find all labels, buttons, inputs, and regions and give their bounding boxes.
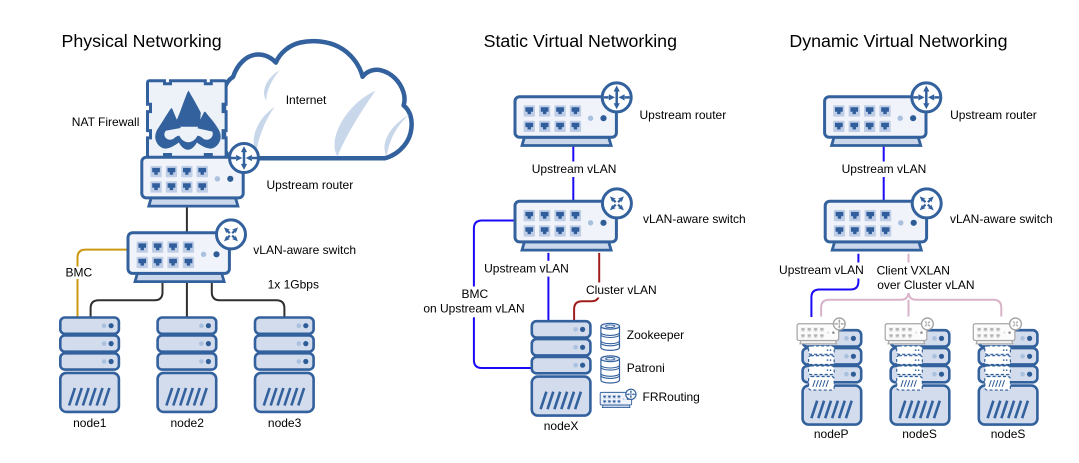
svg-text:Static Virtual Networking: Static Virtual Networking bbox=[484, 31, 677, 51]
svg-text:1x 1Gbps: 1x 1Gbps bbox=[268, 278, 319, 292]
svg-text:Upstream router: Upstream router bbox=[950, 108, 1037, 122]
svg-text:vLAN-aware switch: vLAN-aware switch bbox=[950, 212, 1053, 226]
svg-text:nodeP: nodeP bbox=[814, 427, 849, 441]
svg-text:Upstream vLAN: Upstream vLAN bbox=[532, 162, 617, 176]
svg-text:Physical Networking: Physical Networking bbox=[62, 31, 222, 51]
svg-text:nodeS: nodeS bbox=[991, 427, 1026, 441]
svg-text:Cluster vLAN: Cluster vLAN bbox=[586, 283, 657, 297]
svg-text:BMC: BMC bbox=[65, 266, 92, 280]
svg-text:nodeS: nodeS bbox=[902, 427, 937, 441]
svg-text:nodeX: nodeX bbox=[544, 419, 579, 433]
svg-text:NAT Firewall: NAT Firewall bbox=[72, 115, 140, 129]
svg-text:Upstream vLAN: Upstream vLAN bbox=[842, 162, 927, 176]
svg-text:over Cluster vLAN: over Cluster vLAN bbox=[877, 278, 974, 292]
svg-text:BMC: BMC bbox=[461, 287, 488, 301]
svg-text:on Upstream vLAN: on Upstream vLAN bbox=[423, 302, 524, 316]
svg-text:Upstream vLAN: Upstream vLAN bbox=[484, 261, 569, 275]
svg-text:Zookeeper: Zookeeper bbox=[627, 328, 684, 342]
svg-text:vLAN-aware switch: vLAN-aware switch bbox=[253, 243, 356, 257]
svg-text:node1: node1 bbox=[73, 416, 107, 430]
svg-text:Upstream vLAN: Upstream vLAN bbox=[779, 263, 864, 277]
svg-text:node2: node2 bbox=[171, 416, 205, 430]
svg-text:node3: node3 bbox=[268, 416, 302, 430]
svg-text:vLAN-aware switch: vLAN-aware switch bbox=[643, 212, 746, 226]
svg-text:Upstream router: Upstream router bbox=[640, 108, 727, 122]
svg-text:FRRouting: FRRouting bbox=[643, 390, 700, 404]
svg-text:Dynamic Virtual Networking: Dynamic Virtual Networking bbox=[789, 31, 1007, 51]
svg-text:Client VXLAN: Client VXLAN bbox=[877, 263, 950, 277]
svg-text:Internet: Internet bbox=[286, 93, 327, 107]
svg-text:Patroni: Patroni bbox=[627, 361, 665, 375]
svg-text:Upstream router: Upstream router bbox=[267, 178, 354, 192]
